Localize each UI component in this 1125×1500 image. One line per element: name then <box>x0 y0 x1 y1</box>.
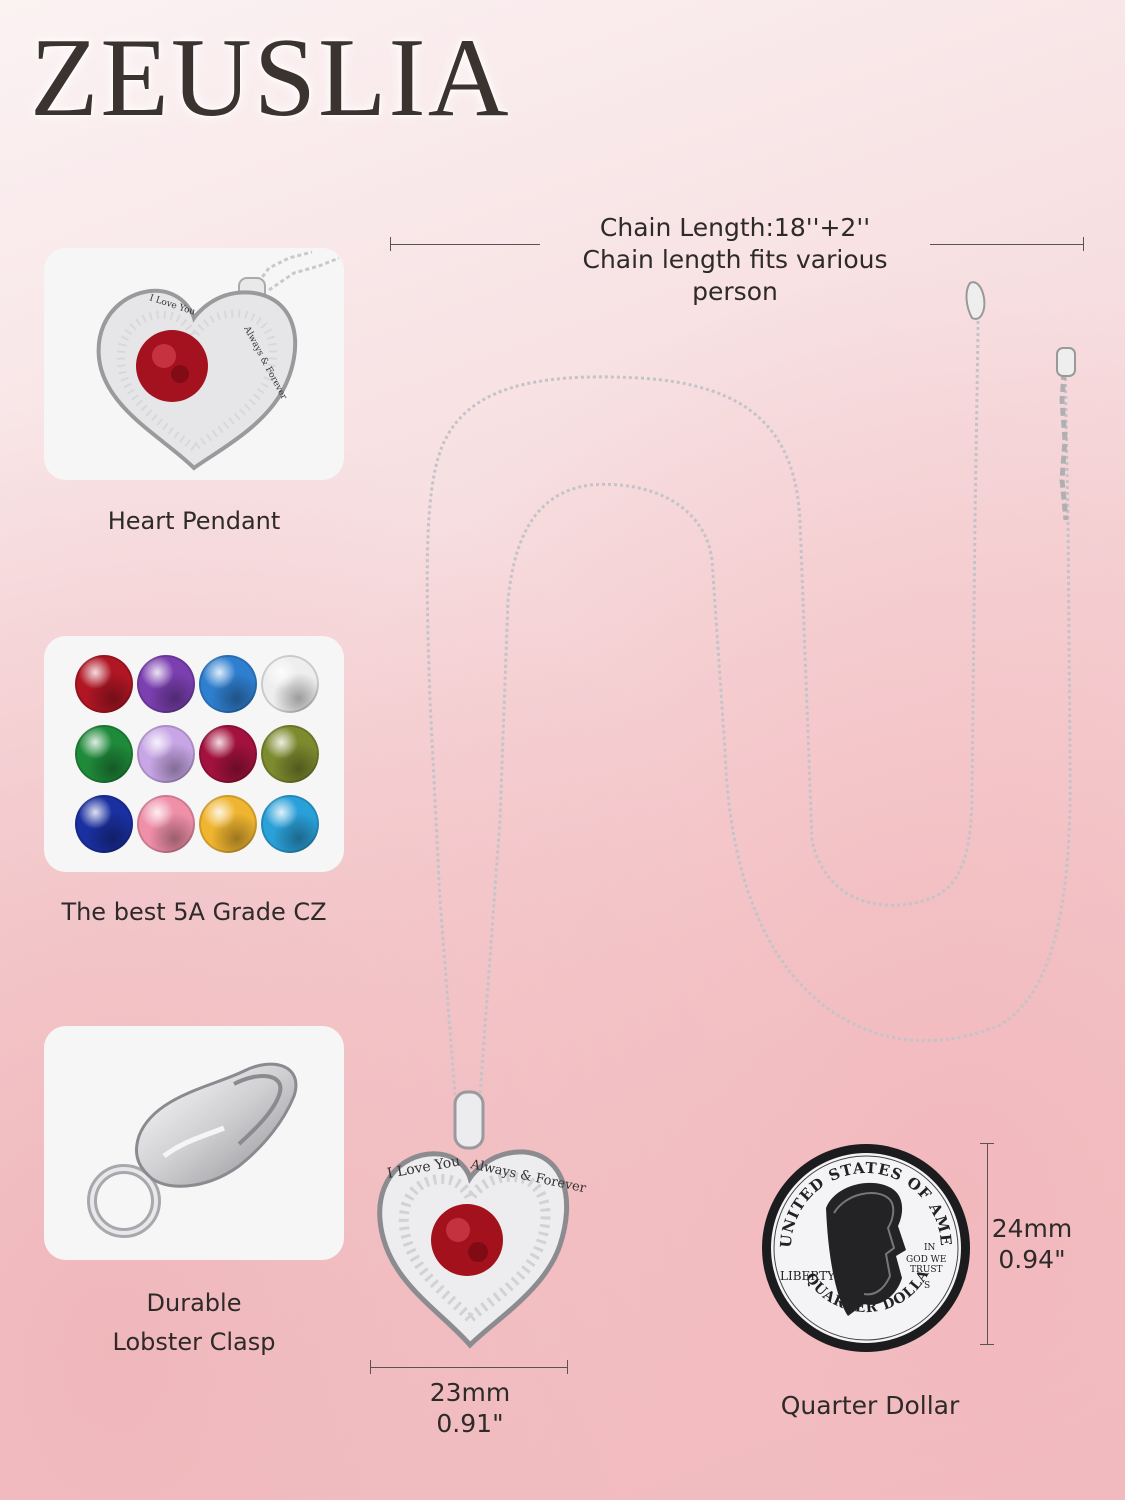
coin-in-text: IN <box>924 1243 936 1253</box>
quarter-coin: UNITED STATES OF AMERICA QUARTER DOLLAR … <box>756 1138 970 1352</box>
gem-swatch <box>199 725 257 783</box>
pendant-dimension-label: 23mm 0.91" <box>390 1377 550 1439</box>
pendant-size-inch: 0.91" <box>436 1409 504 1438</box>
heart-pendant-photo: I Love You Always & Forever <box>96 250 340 471</box>
coin-trust-text: TRUST <box>910 1265 943 1275</box>
gem-swatch <box>137 655 195 713</box>
coin-liberty-text: LIBERTY <box>780 1269 836 1283</box>
cz-grade-caption: The best 5A Grade CZ <box>61 898 327 926</box>
pendant-dimension-tick-right <box>567 1360 568 1374</box>
pendant-dimension-line <box>370 1367 568 1368</box>
brand-logo: ZEUSLIA <box>30 16 511 140</box>
coin-dimension-line <box>987 1143 988 1345</box>
chain-length-tick-left <box>390 237 391 251</box>
coin-mint-mark: S <box>924 1281 930 1291</box>
lobster-clasp-caption-line2: Lobster Clasp <box>112 1328 276 1356</box>
lobster-clasp-card <box>44 1026 344 1260</box>
chain-length-label: Chain Length:18''+2'' Chain length fits … <box>540 212 930 308</box>
chain-length-line-left <box>390 244 540 245</box>
coin-dimension-tick-top <box>980 1143 994 1144</box>
gem-swatch <box>261 655 319 713</box>
pendant-size-mm: 23mm <box>429 1378 511 1407</box>
chain-length-line1: Chain Length:18''+2'' <box>599 213 871 242</box>
chain-length-line-right <box>930 244 1084 245</box>
gem-swatch <box>75 795 133 853</box>
lobster-clasp-photo <box>87 1062 298 1238</box>
gem-swatch <box>199 655 257 713</box>
heart-pendant-card: I Love You Always & Forever <box>44 248 344 480</box>
pendant-dimension-tick-left <box>370 1360 371 1374</box>
coin-godwe-text: GOD WE <box>906 1255 946 1265</box>
pendant-engraving-main-2: Always & Forever <box>468 1157 588 1196</box>
lobster-clasp-caption-line1: Durable <box>146 1289 242 1317</box>
gem-swatch <box>75 725 133 783</box>
gem-swatch <box>75 655 133 713</box>
gem-swatch <box>261 795 319 853</box>
heart-pendant-caption: Heart Pendant <box>107 507 281 535</box>
gem-swatch <box>261 725 319 783</box>
coin-dimension-tick-bottom <box>980 1344 994 1345</box>
quarter-dollar-caption: Quarter Dollar <box>780 1391 960 1420</box>
gem-swatch <box>137 725 195 783</box>
gem-swatch <box>199 795 257 853</box>
coin-size-inch: 0.94" <box>998 1245 1066 1274</box>
gem-swatch <box>137 795 195 853</box>
pendant-engraving-main: I Love You <box>386 1153 461 1182</box>
lobster-clasp-caption: Durable Lobster Clasp <box>44 1284 344 1362</box>
gem-colors-card <box>44 636 344 872</box>
coin-dimension-label: 24mm 0.94" <box>990 1213 1074 1275</box>
chain-length-line2: Chain length fits various person <box>582 245 888 306</box>
coin-size-mm: 24mm <box>991 1214 1073 1243</box>
chain-length-tick-right <box>1083 237 1084 251</box>
